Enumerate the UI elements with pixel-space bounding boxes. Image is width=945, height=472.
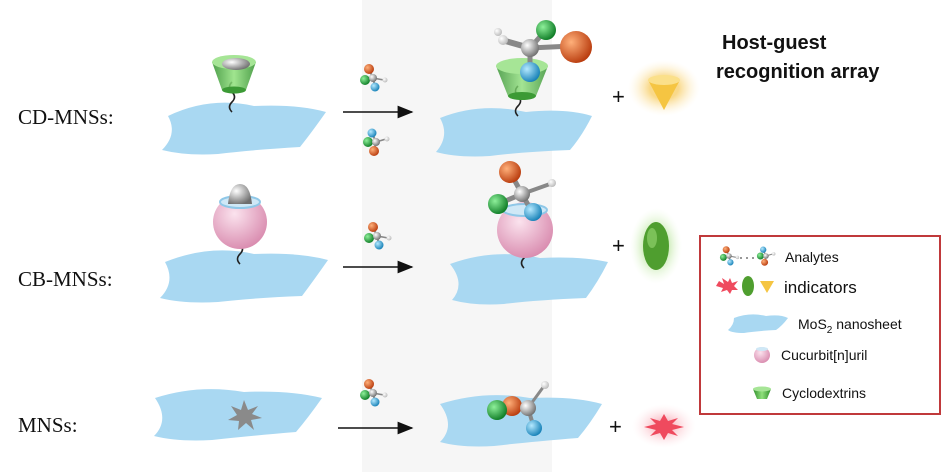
title-line1: Host-guest [722,32,827,54]
starburst-indicator-icon [228,400,262,430]
plus-sign: + [609,414,622,439]
cucurbituril-icon [754,347,770,363]
legend-analytes: Analytes [785,249,839,265]
cyclodextrin-icon [212,55,256,94]
title-line2: recognition array [716,61,880,83]
row-label-mnss: MNSs: [18,413,78,437]
plus-sign: + [612,233,625,258]
row-label-cd-mnss: CD-MNSs: [18,105,114,129]
row1-complex [436,20,592,157]
nanosheet-icon [728,314,788,333]
row-label-cb-mnss: CB-MNSs: [18,267,113,291]
cyclodextrin-icon [753,386,771,399]
guest-indicator-icon [222,58,250,70]
row2-complex [450,161,608,305]
green-ellipse-indicator-icon [630,208,682,284]
red-starburst-indicator-icon [632,404,696,448]
legend-cyclodextrins: Cyclodextrins [782,385,866,401]
yellow-cone-indicator-icon [628,60,700,116]
plus-sign: + [612,84,625,109]
legend-indicators: indicators [784,278,857,297]
red-starburst-indicator-icon [716,278,738,294]
yellow-cone-indicator-icon [760,281,774,293]
row3-host-nanosheet [154,389,322,441]
row1-host-nanosheet [162,55,326,155]
row2-host-nanosheet [160,184,328,303]
bound-analyte-icon [488,161,556,221]
guest-indicator-icon [228,184,252,204]
cucurbituril-icon [213,184,267,249]
legend-cucurbituril: Cucurbit[n]uril [781,347,867,363]
green-ellipse-indicator-icon [742,276,754,296]
legend-nanosheet: MoS2 nanosheet [798,316,902,336]
legend: Analytes indicators MoS2 nanosheet Cucur… [699,235,941,415]
bound-analyte-icon [487,381,549,436]
bound-analyte-icon [494,20,592,82]
row3-complex [440,381,602,447]
